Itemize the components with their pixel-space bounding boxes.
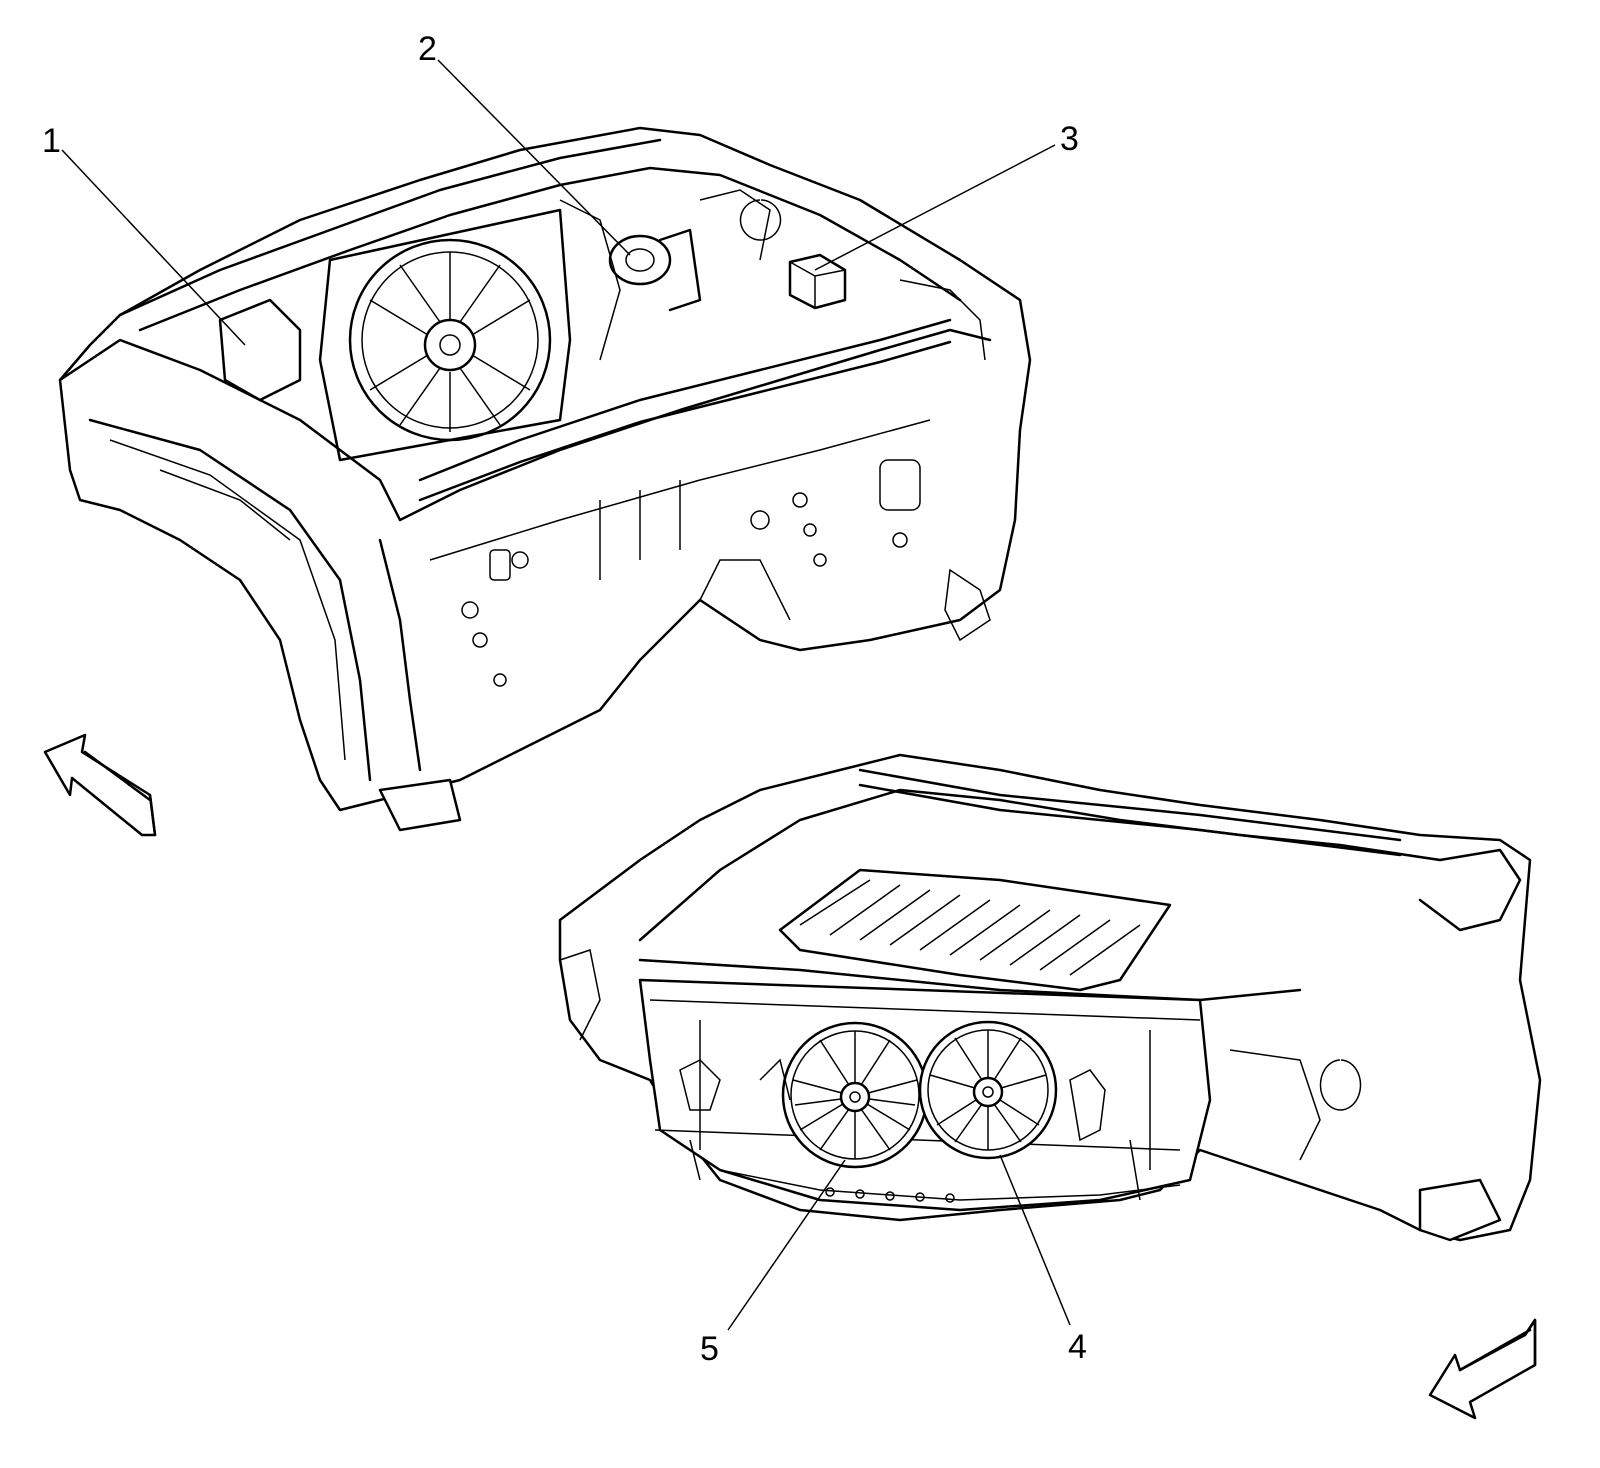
callout-2: 2 — [418, 30, 437, 68]
direction-arrow-icon — [43, 733, 157, 837]
cooling-fan-right — [918, 1020, 1058, 1160]
hood-scoop — [778, 868, 1172, 992]
leader-lines-upper — [61, 59, 1056, 346]
upper-cooling-fan — [348, 238, 552, 442]
lower-front-view — [558, 753, 1542, 1242]
callout-3: 3 — [1060, 120, 1079, 158]
component-2 — [608, 228, 702, 312]
direction-arrow-icon — [1428, 1318, 1537, 1420]
component-3 — [788, 253, 847, 310]
callout-4: 4 — [1068, 1328, 1087, 1366]
upper-compartment-view — [58, 126, 1032, 832]
component-1 — [218, 298, 302, 402]
upper-body-outline — [58, 126, 1032, 812]
callout-1: 1 — [42, 122, 61, 160]
cooling-fan-left — [781, 1021, 929, 1169]
leader-lines-lower — [727, 1154, 1071, 1331]
callout-5: 5 — [700, 1330, 719, 1368]
